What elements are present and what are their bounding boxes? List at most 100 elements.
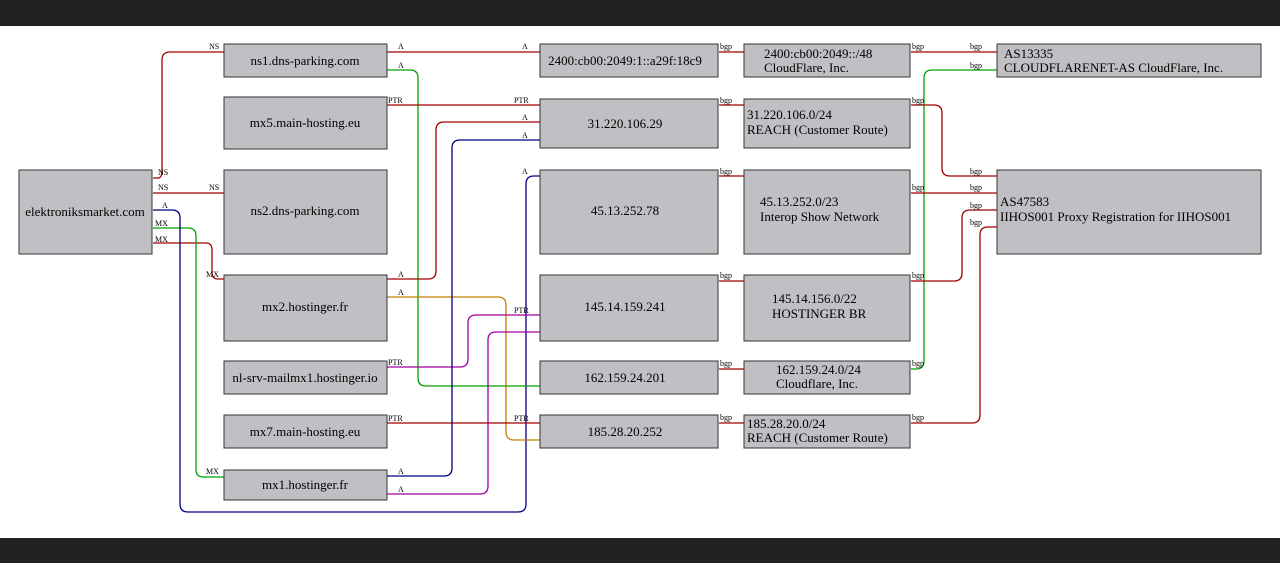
- node-mx5-label: mx5.main-hosting.eu: [250, 115, 361, 130]
- label-ns: NS: [209, 183, 219, 192]
- edge-pfx145-as2: [911, 209, 997, 282]
- label-ns: NS: [209, 42, 219, 51]
- label-bgp: bgp: [912, 271, 924, 280]
- node-pfx145[interactable]: 145.14.156.0/22 HOSTINGER BR: [743, 274, 911, 342]
- node-ip162[interactable]: 162.159.24.201: [539, 360, 719, 395]
- node-pfx31[interactable]: 31.220.106.0/24 REACH (Customer Route): [743, 98, 911, 149]
- label-bgp: bgp: [720, 413, 732, 422]
- node-as47583-number: AS47583: [1000, 194, 1049, 209]
- node-ip45-label: 45.13.252.78: [591, 203, 659, 218]
- node-pfx162-prefix: 162.159.24.0/24: [776, 362, 861, 377]
- node-ip185-label: 185.28.20.252: [588, 424, 663, 439]
- node-mx1-label: mx1.hostinger.fr: [262, 477, 349, 492]
- label-bgp: bgp: [970, 42, 982, 51]
- node-ip162-label: 162.159.24.201: [584, 370, 665, 385]
- node-ns1[interactable]: ns1.dns-parking.com: [223, 43, 388, 78]
- node-pfx31-owner: REACH (Customer Route): [747, 122, 888, 137]
- edge-mx1-ip145: [387, 331, 540, 495]
- node-mx7[interactable]: mx7.main-hosting.eu: [223, 414, 388, 449]
- node-ns2-label: ns2.dns-parking.com: [250, 203, 359, 218]
- label-a: A: [522, 131, 528, 140]
- edge-ns1-ip162: [387, 69, 540, 387]
- label-bgp: bgp: [720, 42, 732, 51]
- label-bgp: bgp: [720, 167, 732, 176]
- label-a: A: [522, 113, 528, 122]
- label-bgp: bgp: [970, 218, 982, 227]
- node-ns1-label: ns1.dns-parking.com: [250, 53, 359, 68]
- node-pfx162[interactable]: 162.159.24.0/24 Cloudflare, Inc.: [743, 360, 911, 395]
- label-a: A: [522, 167, 528, 176]
- node-pfx45-prefix: 45.13.252.0/23: [760, 194, 838, 209]
- node-pfx145-prefix: 145.14.156.0/22: [772, 291, 857, 306]
- label-ptr: PTR: [514, 306, 529, 315]
- label-bgp: bgp: [970, 183, 982, 192]
- node-as13335[interactable]: AS13335 CLOUDFLARENET-AS CloudFlare, Inc…: [996, 43, 1262, 78]
- node-ip31[interactable]: 31.220.106.29: [539, 98, 719, 149]
- edge-mx1-ip31: [387, 139, 540, 477]
- node-nlsrv[interactable]: nl-srv-mailmx1.hostinger.io: [223, 360, 388, 395]
- label-a: A: [522, 42, 528, 51]
- label-a: A: [398, 61, 404, 70]
- node-mx5[interactable]: mx5.main-hosting.eu: [223, 96, 388, 150]
- node-ip31-label: 31.220.106.29: [588, 116, 663, 131]
- label-bgp: bgp: [912, 359, 924, 368]
- label-bgp: bgp: [912, 183, 924, 192]
- label-a: A: [398, 270, 404, 279]
- label-bgp: bgp: [970, 201, 982, 210]
- node-pfx31-prefix: 31.220.106.0/24: [747, 107, 832, 122]
- label-ptr: PTR: [514, 96, 529, 105]
- node-ip6-label: 2400:cb00:2049:1::a29f:18c9: [548, 53, 702, 68]
- node-ns2[interactable]: ns2.dns-parking.com: [223, 169, 388, 255]
- node-pfx145-owner: HOSTINGER BR: [772, 306, 867, 321]
- label-ptr: PTR: [388, 358, 403, 367]
- node-pfx162-owner: Cloudflare, Inc.: [776, 376, 858, 391]
- edge-pfx31-as2: [911, 104, 997, 177]
- node-pfx185[interactable]: 185.28.20.0/24 REACH (Customer Route): [743, 414, 911, 449]
- node-ip145[interactable]: 145.14.159.241: [539, 274, 719, 342]
- label-ns: NS: [158, 183, 168, 192]
- label-a: A: [398, 485, 404, 494]
- edge-pfx162-as1: [911, 69, 997, 370]
- label-ns: NS: [158, 168, 168, 177]
- node-as47583[interactable]: AS47583 IIHOS001 Proxy Registration for …: [996, 169, 1262, 255]
- node-ip6[interactable]: 2400:cb00:2049:1::a29f:18c9: [539, 43, 719, 78]
- node-pfx45-owner: Interop Show Network: [760, 209, 880, 224]
- top-bar: [0, 0, 1280, 26]
- node-ip185[interactable]: 185.28.20.252: [539, 414, 719, 449]
- label-mx: MX: [155, 235, 168, 244]
- label-ptr: PTR: [514, 414, 529, 423]
- node-pfx6[interactable]: 2400:cb00:2049::/48 CloudFlare, Inc.: [743, 43, 911, 78]
- node-pfx6-owner: CloudFlare, Inc.: [764, 60, 849, 75]
- node-nlsrv-label: nl-srv-mailmx1.hostinger.io: [232, 370, 377, 385]
- node-ip45[interactable]: 45.13.252.78: [539, 169, 719, 255]
- label-bgp: bgp: [970, 167, 982, 176]
- label-ptr: PTR: [388, 414, 403, 423]
- node-as13335-number: AS13335: [1004, 46, 1053, 61]
- label-a: A: [398, 467, 404, 476]
- node-ip145-label: 145.14.159.241: [584, 299, 665, 314]
- node-domain[interactable]: elektroniksmarket.com: [18, 169, 153, 255]
- label-a: A: [398, 42, 404, 51]
- node-mx2[interactable]: mx2.hostinger.fr: [223, 274, 388, 342]
- edge-domain-mx1: [153, 227, 224, 478]
- label-ptr: PTR: [388, 96, 403, 105]
- node-pfx185-owner: REACH (Customer Route): [747, 430, 888, 445]
- node-mx1[interactable]: mx1.hostinger.fr: [223, 469, 388, 501]
- edge-domain-ip45: [153, 175, 540, 513]
- edge-domain-mx2: [153, 242, 224, 280]
- label-mx: MX: [206, 270, 219, 279]
- label-bgp: bgp: [912, 413, 924, 422]
- graph-canvas: NS NS NS NS A MX MX MX MX A A A PTR PTR …: [0, 26, 1280, 538]
- edge-nlsrv-ip145: [387, 314, 540, 368]
- node-pfx45[interactable]: 45.13.252.0/23 Interop Show Network: [743, 169, 911, 255]
- node-as13335-name: CLOUDFLARENET-AS CloudFlare, Inc.: [1004, 60, 1223, 75]
- bottom-bar: [0, 538, 1280, 563]
- node-domain-label: elektroniksmarket.com: [25, 204, 145, 219]
- node-as47583-name: IIHOS001 Proxy Registration for IIHOS001: [1000, 209, 1231, 224]
- label-bgp: bgp: [720, 271, 732, 280]
- label-bgp: bgp: [912, 96, 924, 105]
- label-a: A: [398, 288, 404, 297]
- node-pfx6-prefix: 2400:cb00:2049::/48: [764, 46, 872, 61]
- dns-graph: NS NS NS NS A MX MX MX MX A A A PTR PTR …: [18, 42, 1262, 513]
- node-mx7-label: mx7.main-hosting.eu: [250, 424, 361, 439]
